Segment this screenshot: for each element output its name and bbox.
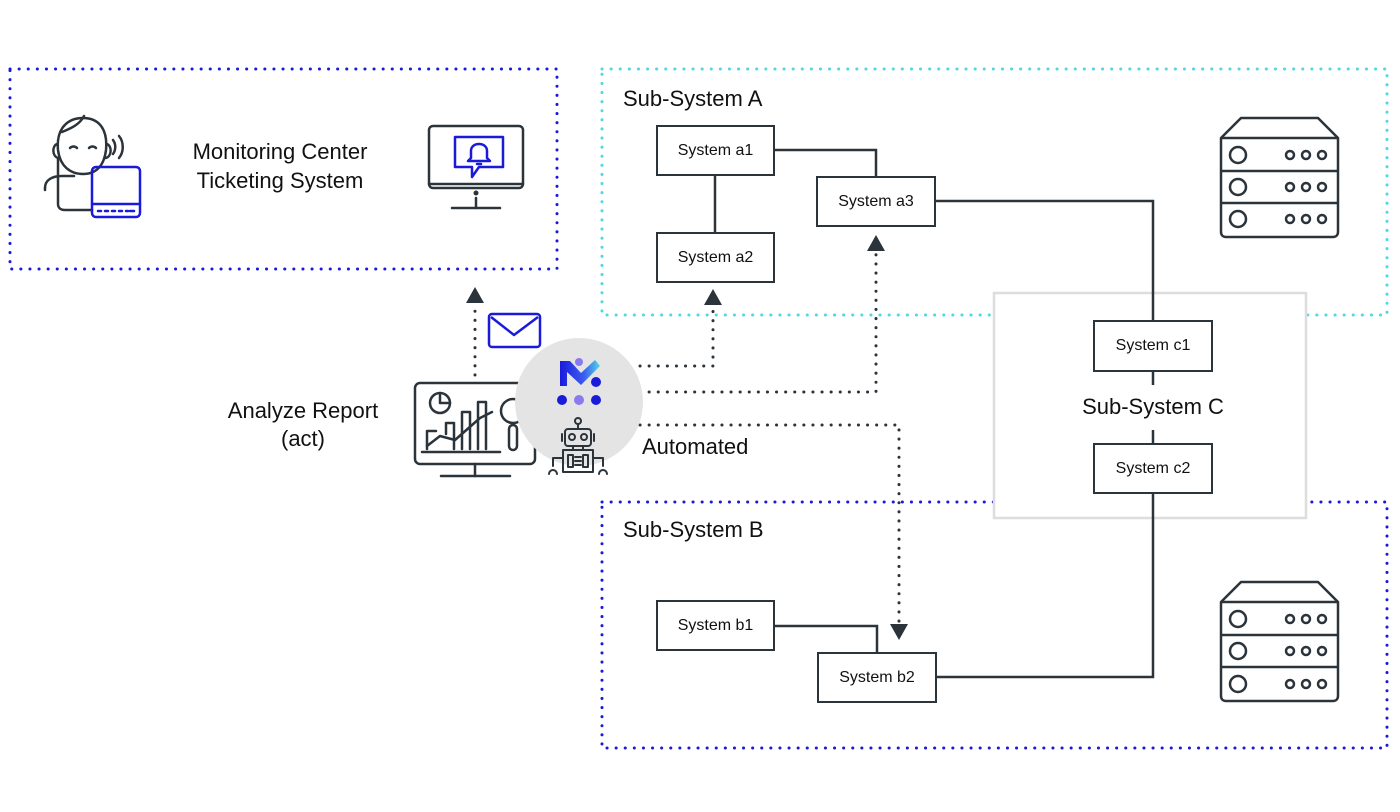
subsystem-a-container bbox=[600, 67, 1389, 317]
subsystem-b-label: Sub-System B bbox=[623, 517, 764, 542]
monitoring-center-container bbox=[8, 67, 559, 271]
server-rack-icon bbox=[1219, 580, 1340, 703]
arrow-down-b2 bbox=[890, 624, 908, 640]
analyze-line2: (act) bbox=[281, 426, 325, 451]
subsystem-c-label: Sub-System C bbox=[1082, 394, 1224, 419]
dotted-to-a3 bbox=[638, 250, 878, 394]
subsystem-a-label: Sub-System A bbox=[623, 86, 763, 111]
monitoring-title-line1: Monitoring Center bbox=[192, 139, 368, 164]
system-b2-box[interactable]: System b2 bbox=[817, 652, 937, 703]
arrow-up-monitoring bbox=[466, 287, 484, 303]
connector-a1-a3 bbox=[773, 148, 878, 177]
system-a2-box[interactable]: System a2 bbox=[656, 232, 775, 283]
dotted-connectors bbox=[473, 250, 901, 624]
connector-a3-c1 bbox=[935, 199, 1155, 321]
envelope-icon bbox=[487, 312, 542, 349]
robot-icon bbox=[548, 417, 608, 475]
system-c2-box[interactable]: System c2 bbox=[1093, 443, 1213, 494]
system-a3-box[interactable]: System a3 bbox=[816, 176, 936, 227]
arrow-up-a3 bbox=[867, 235, 885, 251]
system-a1-box[interactable]: System a1 bbox=[656, 125, 775, 176]
arrowheads bbox=[466, 235, 908, 640]
operator-headset-icon bbox=[43, 114, 142, 219]
server-rack-icon bbox=[1219, 116, 1340, 239]
automated-label: Automated bbox=[642, 434, 749, 459]
monitoring-center-title: Monitoring Center Ticketing System bbox=[170, 137, 390, 195]
arrow-up-a2 bbox=[704, 289, 722, 305]
analyze-line1: Analyze Report bbox=[227, 398, 379, 423]
analyze-report-label: Analyze Report (act) bbox=[210, 397, 396, 453]
connector-b1-b2 bbox=[773, 624, 879, 653]
dotted-to-b2 bbox=[638, 423, 901, 624]
m-logo-icon bbox=[557, 358, 601, 405]
monitoring-title-line2: Ticketing System bbox=[196, 168, 364, 193]
dotted-to-a2 bbox=[638, 304, 715, 368]
solid-connectors bbox=[713, 148, 1155, 679]
monitor-bell-icon bbox=[427, 124, 525, 210]
system-b1-box[interactable]: System b1 bbox=[656, 600, 775, 651]
system-c1-box[interactable]: System c1 bbox=[1093, 320, 1213, 372]
connector-c2-b2 bbox=[935, 493, 1155, 679]
